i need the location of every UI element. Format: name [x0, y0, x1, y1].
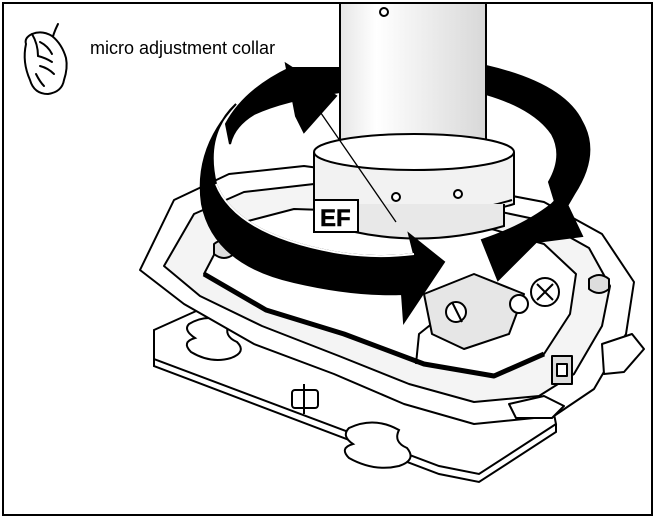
callout-label: micro adjustment collar [88, 38, 278, 58]
callout-leader-line [293, 73, 397, 223]
hand-turning-icon [23, 23, 68, 95]
collar-marking: EF [320, 205, 351, 232]
micro-adjustment-collar: EF [313, 133, 515, 240]
illustration-frame: EF micro adjustment collar [2, 2, 653, 516]
projector-mount-illustration: EF [23, 4, 645, 484]
screw-icon [509, 277, 560, 314]
